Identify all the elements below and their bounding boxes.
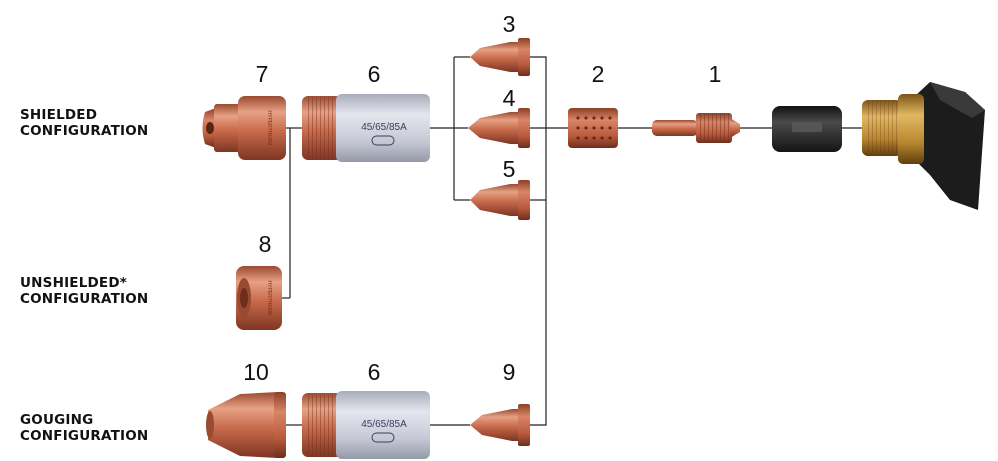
part-2-swirl-ring: [568, 108, 618, 148]
torch-head: [862, 82, 985, 210]
part-1-electrode: [652, 113, 740, 143]
part-9-gouging-nozzle: [470, 404, 530, 446]
retaining-cap-text-top: 45/65/85A: [361, 122, 407, 133]
part-6-retaining-cap-top: 45/65/85A: [302, 94, 430, 162]
torch-insulator-black: [772, 106, 842, 152]
part-8-deflector: HYPERTHERM: [236, 266, 282, 330]
svg-text:HYPERTHERM: HYPERTHERM: [266, 111, 272, 146]
retaining-cap-text-bottom: 45/65/85A: [361, 419, 407, 430]
part-6-retaining-cap-bottom: 45/65/85A: [302, 391, 430, 459]
part-10-gouging-shield: [206, 392, 286, 458]
part-7-shield: HYPERTHERM: [203, 96, 287, 160]
part-3-nozzle: [470, 38, 530, 76]
part-5-nozzle: [470, 180, 530, 220]
part-4-nozzle: [468, 108, 530, 148]
svg-text:HYPERTHERM: HYPERTHERM: [266, 281, 272, 316]
